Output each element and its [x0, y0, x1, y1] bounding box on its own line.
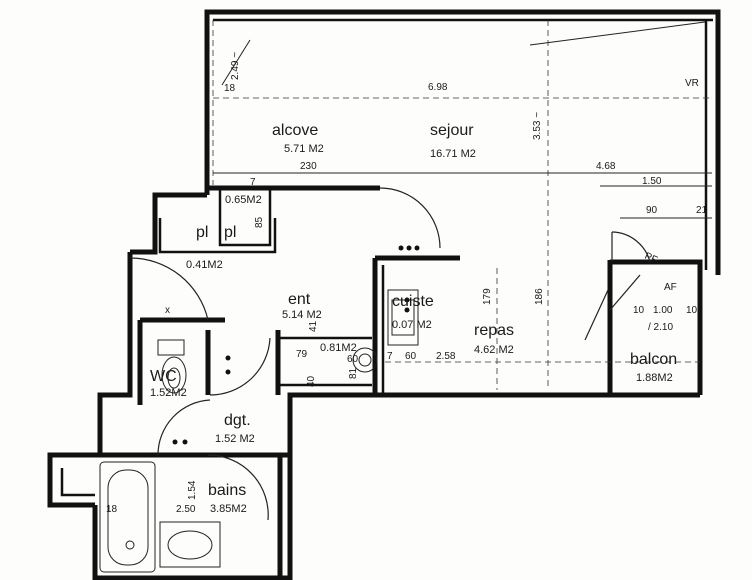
- dim-41: 41: [308, 320, 319, 332]
- kitchen-fixtures: [352, 289, 419, 373]
- dim-10-right: 10: [686, 305, 698, 316]
- dim-81: 81: [348, 367, 359, 379]
- room-sejour-name: sejour: [430, 122, 474, 139]
- dim-vr: VR: [685, 78, 699, 89]
- room-repas-name: repas: [474, 322, 514, 339]
- dim-250: 2.50: [176, 504, 196, 515]
- room-repas-area: 4.62 M2: [474, 344, 514, 356]
- room-alcove-area: 5.71 M2: [284, 143, 324, 155]
- dim-230: 230: [300, 161, 317, 172]
- dim-150: 1.50: [642, 176, 662, 187]
- dim-60-cupboard: 60: [347, 354, 359, 365]
- room-placard-area: 0.65M2: [225, 194, 262, 206]
- interior-walls: [95, 185, 460, 578]
- bathroom-sink: [159, 521, 221, 568]
- dim-210: / 2.10: [648, 322, 673, 333]
- room-degagement-name: dgt.: [224, 412, 251, 429]
- dim-60-kitchen: 60: [405, 351, 417, 362]
- dim-pf: PF: [643, 251, 659, 266]
- room-placard-name: pl: [196, 224, 208, 241]
- dim-x: x: [165, 305, 170, 316]
- room-wc-name: WC: [150, 368, 177, 385]
- dim-179: 179: [482, 288, 493, 305]
- dim-18-top: 18: [224, 83, 236, 94]
- room-bains-area: 3.85M2: [210, 503, 247, 515]
- room-wc-area: 1.52M2: [150, 387, 187, 399]
- dim-18-bath: 18: [106, 504, 118, 515]
- dim-7-kitchen: 7: [387, 351, 393, 362]
- room-cupboard-area: 0.81M2: [320, 342, 357, 354]
- dim-90: 90: [646, 205, 658, 216]
- dim-186: 186: [534, 288, 545, 305]
- dim-100: 1.00: [653, 305, 673, 316]
- dim-21: 21: [696, 205, 708, 216]
- dim-249: 2.49 ~: [230, 52, 241, 80]
- dashed-guides: [212, 20, 712, 390]
- room-balcon-name: balcon: [630, 351, 677, 368]
- room-placard2-name: pl: [224, 224, 236, 241]
- dim-698: 6.98: [428, 82, 448, 93]
- dim-79: 79: [296, 349, 308, 360]
- dim-7: 7: [250, 177, 256, 188]
- dim-af: AF: [664, 282, 677, 293]
- room-cuisine-area: 0.07 M2: [392, 319, 432, 331]
- dim-468: 4.68: [596, 161, 616, 172]
- room-alcove-name: alcove: [272, 122, 318, 139]
- room-placard2-area: 0.41M2: [186, 259, 223, 271]
- dim-353: 3.53 ~: [532, 112, 543, 140]
- room-degagement-area: 1.52 M2: [215, 433, 255, 445]
- room-cuisine-name: cuiste: [392, 293, 434, 310]
- bathtub: [99, 461, 156, 573]
- dim-10-left: 10: [633, 305, 645, 316]
- outlets: [172, 245, 420, 445]
- doors: [129, 187, 651, 521]
- dim-258: 2.58: [436, 351, 456, 362]
- dim-154: 1.54: [187, 480, 198, 500]
- room-entree-area: 5.14 M2: [282, 309, 322, 321]
- room-bains-name: bains: [208, 482, 246, 499]
- room-entree-name: ent: [288, 291, 311, 308]
- dim-40: 40: [306, 375, 317, 387]
- room-sejour-area: 16.71 M2: [430, 148, 476, 160]
- wc-toilet: [157, 339, 187, 394]
- room-balcon-area: 1.88M2: [636, 372, 673, 384]
- dim-85: 85: [254, 216, 265, 228]
